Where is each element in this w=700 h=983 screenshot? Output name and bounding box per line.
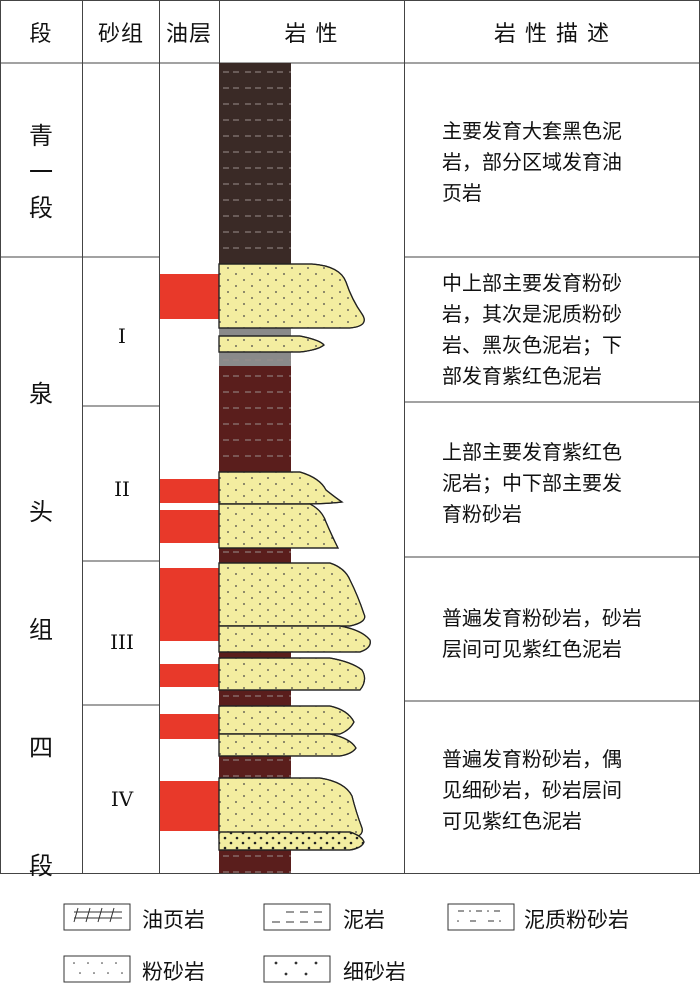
siltstone-swatch xyxy=(63,955,131,983)
segment-char: 组 xyxy=(29,616,53,644)
description-line: 泥岩；中下部主要发 xyxy=(442,471,622,495)
siltstone-bed xyxy=(218,471,344,505)
segment-char: 段 xyxy=(29,194,53,222)
description-line: 见细砂岩，砂岩层间 xyxy=(442,778,622,802)
legend-swatches xyxy=(63,903,515,983)
siltstone-bed xyxy=(218,503,339,549)
legend-label-mudstone: 泥岩 xyxy=(343,908,385,932)
siltstone-beds xyxy=(218,263,371,851)
siltstone-bed xyxy=(218,733,357,757)
oil-layer xyxy=(160,664,219,687)
header-lithology: 岩 性 xyxy=(284,21,339,47)
description-line: 层间可见紫红色泥岩 xyxy=(442,637,622,661)
siltstone-bed xyxy=(218,705,355,735)
segment-label-quantou4: 泉 头 组 四 段 xyxy=(0,335,82,925)
description-line: 普遍发育粉砂岩，砂岩 xyxy=(442,606,642,630)
description-qing1: 主要发育大套黑色泥 岩，部分区域发育油 页岩 xyxy=(404,116,700,209)
sand-group-label: IV xyxy=(110,787,134,811)
segment-char: 四 xyxy=(29,734,53,762)
oil-layer xyxy=(160,510,219,543)
sand-group-label: I xyxy=(118,324,126,348)
siltstone-bed xyxy=(218,335,325,353)
siltstone-bed xyxy=(218,777,363,839)
description-line: 页岩 xyxy=(442,181,482,205)
segment-char: 头 xyxy=(29,498,53,526)
legend-label-muddy-siltstone: 泥质粉砂岩 xyxy=(524,908,629,932)
segment-char: 一 xyxy=(29,158,53,186)
oil-shale-swatch xyxy=(63,903,131,931)
oil-layer xyxy=(160,568,219,641)
description-line: 部发育紫红色泥岩 xyxy=(442,364,602,388)
description-line: 岩、黑灰色泥岩；下 xyxy=(442,333,622,357)
segment-char: 段 xyxy=(29,852,53,880)
legend-label-oil-shale: 油页岩 xyxy=(142,908,205,932)
muddy-siltstone-swatch xyxy=(447,903,515,931)
oil-layers xyxy=(160,274,219,831)
siltstone-bed xyxy=(218,562,366,627)
description-group-1: 中上部主要发育粉砂 岩，其次是泥质粉砂 岩、黑灰色泥岩；下 部发育紫红色泥岩 xyxy=(404,268,700,392)
description-line: 岩，其次是泥质粉砂 xyxy=(442,302,622,326)
siltstone-bed xyxy=(218,263,365,329)
header-description: 岩 性 描 述 xyxy=(494,21,610,47)
description-group-3: 普遍发育粉砂岩，砂岩 层间可见紫红色泥岩 xyxy=(404,603,700,665)
fine-sandstone-swatch xyxy=(263,955,331,983)
segment-char: 泉 xyxy=(29,380,53,408)
oil-layer xyxy=(160,781,219,831)
header-oil-layer: 油层 xyxy=(165,21,212,47)
oil-layer xyxy=(160,274,219,319)
description-line: 中上部主要发育粉砂 xyxy=(442,271,622,295)
sand-group-label: III xyxy=(110,630,134,654)
oil-layer xyxy=(160,714,219,739)
legend-label-siltstone: 粉砂岩 xyxy=(142,960,205,983)
oil-layer xyxy=(160,479,219,503)
segment-label-qing1: 青 一 段 xyxy=(0,118,82,226)
siltstone-bed xyxy=(218,625,371,653)
segment-char: 青 xyxy=(29,122,53,150)
header-segment: 段 xyxy=(29,21,53,47)
description-group-2: 上部主要发育紫红色 泥岩；中下部主要发 育粉砂岩 xyxy=(404,437,700,530)
siltstone-bed xyxy=(218,657,366,691)
description-line: 育粉砂岩 xyxy=(442,502,522,526)
fine-sandstone-bed xyxy=(218,831,365,851)
description-line: 上部主要发育紫红色 xyxy=(442,440,622,464)
description-line: 可见紫红色泥岩 xyxy=(442,809,582,833)
description-group-4: 普遍发育粉砂岩，偶 见细砂岩，砂岩层间 可见紫红色泥岩 xyxy=(404,744,700,837)
description-line: 普遍发育粉砂岩，偶 xyxy=(442,747,622,771)
description-line: 岩，部分区域发育油 xyxy=(442,150,622,174)
mudstone-swatch xyxy=(263,903,331,931)
description-line: 主要发育大套黑色泥 xyxy=(442,119,622,143)
legend-label-fine-sandstone: 细砂岩 xyxy=(343,960,406,983)
sand-group-label: II xyxy=(114,477,130,501)
header-sand-group: 砂组 xyxy=(97,21,144,47)
